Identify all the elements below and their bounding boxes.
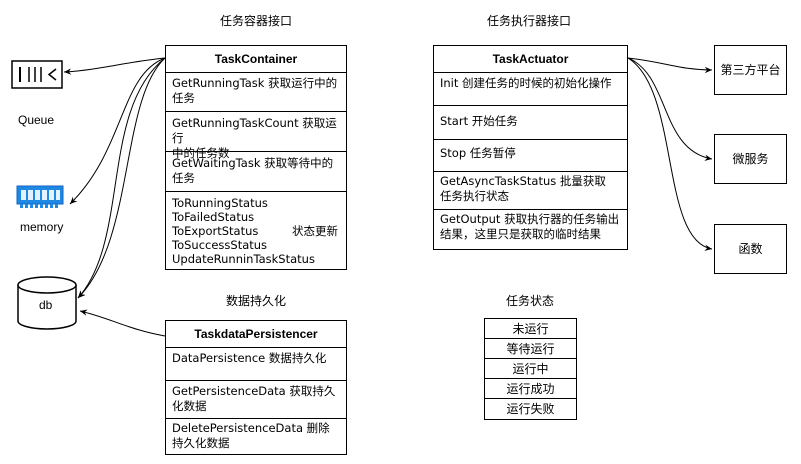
method-get-running-task-count: GetRunningTaskCount 获取运行中的任务数	[166, 112, 346, 160]
status-update-note: 状态更新	[292, 224, 338, 238]
persistencer-class[interactable]: TaskdataPersistencer DataPersistence 数据持…	[165, 320, 347, 455]
container-section-title: 任务容器接口	[220, 14, 293, 28]
method-get-running-task: GetRunningTask 获取运行中的任务	[166, 72, 346, 112]
method-to-export-status: ToExportStatus	[172, 224, 259, 238]
target-microservice[interactable]: 微服务	[714, 134, 787, 184]
method-start: Start 开始任务	[434, 106, 627, 140]
persistencer-name: TaskdataPersistencer	[166, 321, 346, 348]
status-waiting: 等待运行	[485, 339, 576, 359]
task-actuator-name: TaskActuator	[434, 46, 627, 73]
container-storage-arrows	[63, 57, 166, 337]
method-to-running-status: ToRunningStatus	[172, 196, 268, 210]
queue-label: Queue	[18, 113, 55, 127]
db-label: db	[39, 298, 53, 312]
method-get-waiting-task: GetWaitingTask 获取等待中的任务	[166, 152, 346, 192]
method-data-persistence: DataPersistence 数据持久化	[166, 347, 346, 381]
status-section-title: 任务状态	[506, 294, 555, 308]
method-init: Init 创建任务的时候的初始化操作	[434, 72, 627, 106]
memory-icon	[16, 185, 64, 208]
status-running: 运行中	[485, 359, 576, 379]
task-container-class[interactable]: TaskContainer GetRunningTask 获取运行中的任务 Ge…	[165, 45, 347, 270]
actuator-target-arrows	[627, 57, 713, 251]
memory-label: memory	[20, 220, 64, 234]
task-container-name: TaskContainer	[166, 46, 346, 73]
task-actuator-class[interactable]: TaskActuator Init 创建任务的时候的初始化操作 Start 开始…	[433, 45, 628, 250]
method-get-persistence-data: GetPersistenceData 获取持久化数据	[166, 381, 346, 419]
status-success: 运行成功	[485, 379, 576, 399]
method-update-running-status: UpdateRunninTaskStatus	[172, 252, 315, 266]
target-third-party[interactable]: 第三方平台	[714, 45, 787, 95]
target-function[interactable]: 函数	[714, 224, 787, 274]
method-to-success-status: ToSuccessStatus	[172, 238, 268, 252]
method-get-output: GetOutput 获取执行器的任务输出结果，这里只是获取的临时结果	[440, 212, 620, 241]
method-stop: Stop 任务暂停	[434, 140, 627, 172]
status-failed: 运行失败	[506, 402, 555, 416]
status-not-running: 未运行	[485, 319, 576, 339]
method-to-failed-status: ToFailedStatus	[172, 210, 255, 224]
actuator-section-title: 任务执行器接口	[487, 14, 572, 28]
status-methods-group: ToRunningStatus ToFailedStatus ToExportS…	[166, 192, 346, 270]
method-delete-persistence-data: DeletePersistenceData 删除持久化数据	[172, 421, 330, 450]
status-table: 未运行 等待运行 运行中 运行成功 运行失败	[484, 318, 577, 420]
persistence-section-title: 数据持久化	[226, 294, 287, 308]
queue-icon	[11, 60, 63, 89]
method-get-async-task-status: GetAsyncTaskStatus 批量获取任务执行状态	[434, 172, 627, 210]
